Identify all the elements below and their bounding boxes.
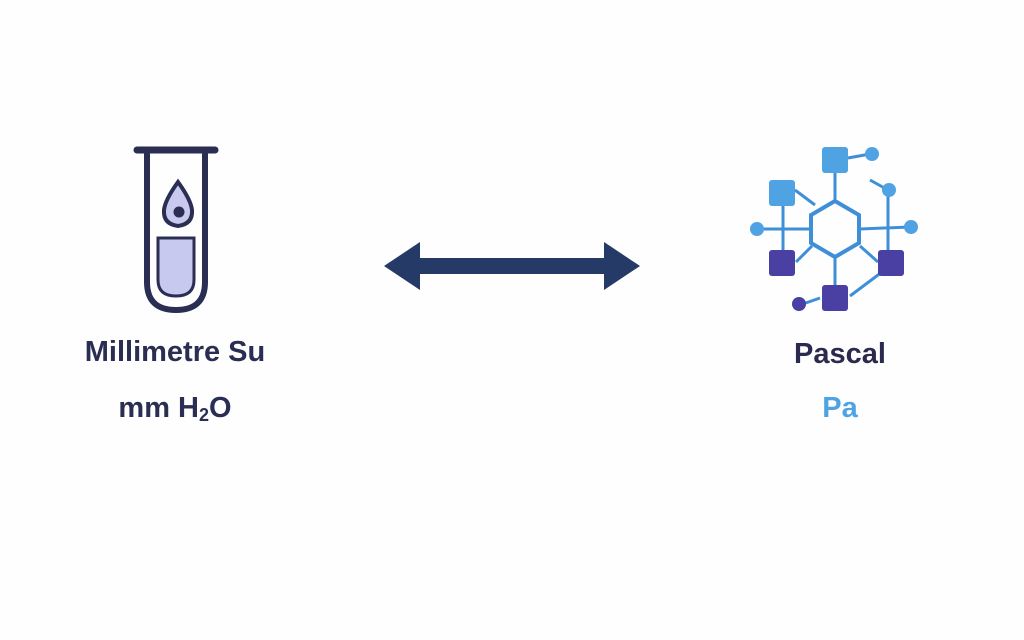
right-unit-name: Pascal	[794, 338, 886, 370]
network-node	[904, 220, 918, 234]
network-node	[882, 183, 896, 197]
network-node	[822, 285, 848, 311]
network-node	[769, 250, 795, 276]
left-unit-symbol-prefix: mm H	[118, 392, 199, 424]
network-node	[750, 222, 764, 236]
left-unit-symbol: mm H2O	[30, 392, 320, 426]
network-node	[822, 147, 848, 173]
left-unit-name: Millimetre Su	[84, 336, 266, 368]
network-node	[792, 297, 806, 311]
network-node	[769, 180, 795, 206]
left-unit-symbol-subscript: 2	[199, 405, 210, 425]
network-node	[878, 250, 904, 276]
left-unit-symbol-suffix: O	[209, 392, 232, 424]
network-node	[865, 147, 879, 161]
right-unit-symbol: Pa	[822, 392, 858, 424]
